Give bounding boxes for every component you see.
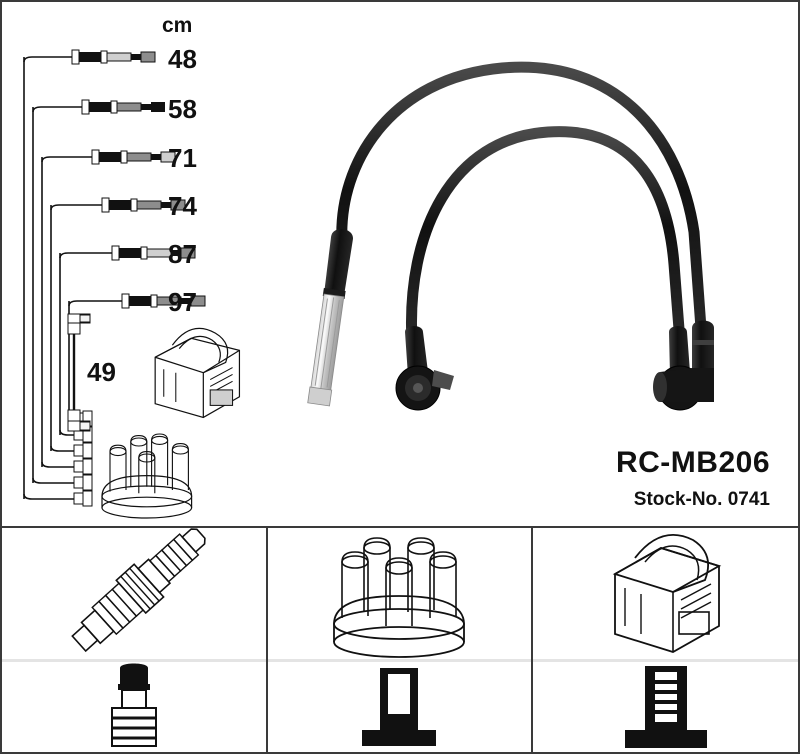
short-cable-length-label: 49 (87, 357, 116, 387)
short-cable-top-connector (67, 313, 91, 335)
cable-outer-wire (336, 61, 708, 348)
short-cable-49 (67, 313, 91, 432)
metal-shielded-connector (307, 229, 353, 407)
boot-connector-left (395, 326, 454, 411)
connector-assembly-row-3 (91, 149, 176, 165)
panel-divider-2 (531, 528, 533, 752)
panel-spark-plug (2, 528, 266, 752)
straight-terminal-connector-icon (362, 668, 436, 746)
cable-length-label-2: 58 (168, 94, 197, 124)
wire-bundle-trunk (23, 57, 70, 499)
panel-spark-plug-connector (2, 662, 266, 752)
connector-assembly-row-6 (121, 293, 206, 309)
cable-inner-wire (405, 126, 686, 348)
ignition-coil-icon (612, 533, 722, 653)
connector-assembly-row-4 (101, 197, 186, 213)
distributor-cap-icon (333, 537, 465, 658)
panel-distributor-cap (268, 528, 531, 752)
wire-runs-top (23, 56, 124, 307)
component-panels (2, 528, 798, 752)
cable-length-label-3: 71 (168, 143, 197, 173)
cable-length-label-5: 87 (168, 239, 197, 269)
ribbed-terminal-connector-icon (625, 666, 707, 748)
panel-ignition-coil-connector (533, 662, 798, 752)
spark-plug-icon (71, 528, 206, 653)
distributor-cap-icon (101, 433, 193, 519)
connector-assembly-row-5 (111, 245, 196, 261)
ignition-coil-icon (154, 327, 241, 419)
cable-length-label-1: 48 (168, 44, 197, 74)
panel-row-divider (2, 659, 798, 662)
panel-ignition-coil-component (533, 528, 798, 659)
connector-assembly-row-1 (71, 49, 156, 65)
panel-distributor-cap-connector (268, 662, 531, 752)
cable-illustration (307, 61, 714, 411)
cable-length-label-4: 74 (168, 191, 197, 221)
unit-header: cm (162, 14, 193, 37)
right-angle-boot-connector (653, 320, 714, 402)
panel-ignition-coil (533, 528, 798, 752)
spark-plug-boot-connector-icon (111, 663, 157, 747)
section-divider (2, 526, 798, 528)
stock-number: Stock-No. 0741 (633, 489, 770, 510)
product-name: RC-MB206 (615, 446, 770, 479)
connector-assembly-row-2 (81, 99, 165, 115)
panel-distributor-cap-component (268, 528, 531, 659)
panel-spark-plug-component (2, 528, 266, 659)
panel-divider-1 (266, 528, 268, 752)
cable-length-label-6: 97 (168, 287, 197, 317)
cable-length-schematic (23, 49, 241, 519)
top-section: cm (2, 2, 798, 526)
short-cable-bottom-connector (67, 409, 91, 432)
